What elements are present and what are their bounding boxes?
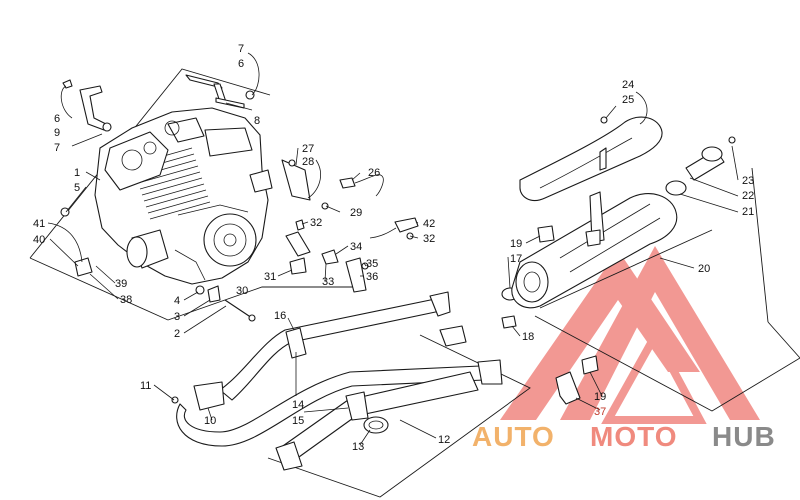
callout-14: 14 bbox=[292, 399, 304, 411]
rear-exhaust-pipe bbox=[171, 359, 503, 447]
watermark-hub: HUB bbox=[712, 421, 776, 452]
callout-1: 1 bbox=[74, 167, 80, 179]
callout-33: 33 bbox=[322, 276, 334, 288]
muffler-mount-parts bbox=[537, 191, 605, 405]
callout-7-left: 7 bbox=[54, 142, 60, 154]
callout-2: 2 bbox=[174, 328, 180, 340]
callout-3: 3 bbox=[174, 311, 180, 323]
callout-12: 12 bbox=[438, 434, 450, 446]
callout-36: 36 bbox=[366, 271, 378, 283]
callout-11: 11 bbox=[140, 380, 151, 392]
callout-5: 5 bbox=[74, 182, 80, 194]
callout-29: 29 bbox=[350, 207, 362, 219]
callout-26: 26 bbox=[368, 167, 380, 179]
callout-39: 39 bbox=[115, 278, 127, 290]
callout-13: 13 bbox=[352, 441, 364, 453]
left-engine-bracket bbox=[62, 79, 112, 132]
callout-15: 15 bbox=[292, 415, 304, 427]
callout-20: 20 bbox=[698, 263, 710, 275]
callout-42: 42 bbox=[423, 218, 435, 230]
callout-23: 23 bbox=[742, 175, 754, 187]
heat-shield bbox=[519, 116, 663, 202]
callout-10: 10 bbox=[204, 415, 216, 427]
muffler-assembly bbox=[511, 193, 678, 309]
callout-34: 34 bbox=[350, 241, 362, 253]
callout-4: 4 bbox=[174, 295, 180, 307]
callout-7-top: 7 bbox=[238, 43, 244, 55]
callout-31: 31 bbox=[264, 271, 276, 283]
callout-19-lower: 19 bbox=[594, 391, 606, 403]
callout-17: 17 bbox=[510, 253, 522, 265]
upper-engine-bracket bbox=[185, 74, 255, 109]
callout-25: 25 bbox=[622, 94, 634, 106]
watermark-logo bbox=[500, 246, 760, 424]
watermark-text: AUTO MOTO HUB bbox=[472, 421, 776, 452]
callout-24: 24 bbox=[622, 79, 634, 91]
sensor-and-bracket-parts bbox=[281, 159, 419, 293]
callout-6-top: 6 bbox=[238, 58, 244, 70]
callout-41: 41 bbox=[33, 218, 45, 230]
callout-27: 27 bbox=[302, 143, 314, 155]
front-exhaust-pipe bbox=[219, 291, 451, 401]
callout-38: 38 bbox=[120, 294, 132, 306]
callout-22: 22 bbox=[742, 190, 754, 202]
callout-6-left: 6 bbox=[54, 113, 60, 125]
callout-37: 37 bbox=[594, 406, 606, 418]
callout-40: 40 bbox=[33, 234, 45, 246]
watermark-auto: AUTO bbox=[472, 421, 555, 452]
callout-8: 8 bbox=[254, 115, 260, 127]
middle-exhaust-pipe bbox=[275, 371, 479, 471]
exhaust-gasket-parts bbox=[439, 287, 519, 347]
engine-hardware bbox=[60, 207, 256, 322]
callout-16: 16 bbox=[274, 310, 286, 322]
leader-lines bbox=[47, 52, 739, 446]
callout-32-upper: 32 bbox=[310, 217, 322, 229]
callout-18: 18 bbox=[522, 331, 534, 343]
engine-assembly bbox=[94, 107, 273, 285]
callout-19-upper: 19 bbox=[510, 238, 522, 250]
callout-9: 9 bbox=[54, 127, 60, 139]
assembly-boundaries bbox=[29, 68, 800, 498]
callout-21: 21 bbox=[742, 206, 754, 218]
callout-28: 28 bbox=[302, 156, 314, 168]
tailpipe-outlet bbox=[665, 136, 736, 196]
watermark-moto: MOTO bbox=[590, 421, 677, 452]
callout-30: 30 bbox=[236, 285, 248, 297]
callout-labels: 7 6 8 6 9 7 1 5 41 40 39 38 27 28 26 29 … bbox=[33, 43, 754, 453]
callout-32-right: 32 bbox=[423, 233, 435, 245]
callout-35: 35 bbox=[366, 258, 378, 270]
